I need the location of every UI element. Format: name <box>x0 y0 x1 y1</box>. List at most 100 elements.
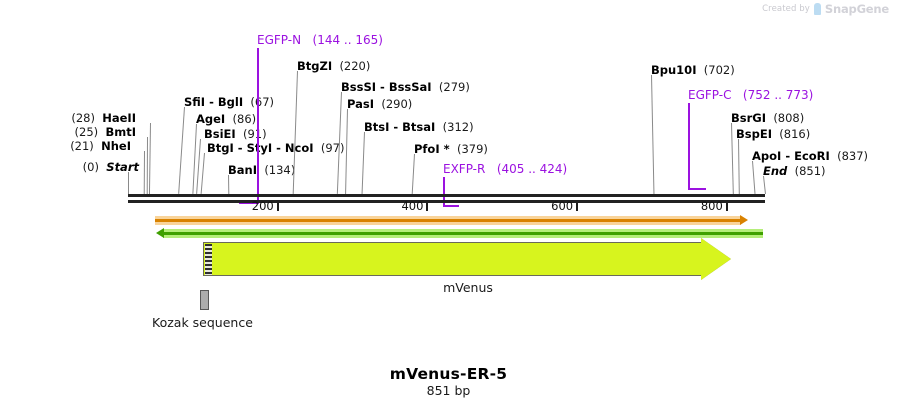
enzyme-leader-line <box>763 175 766 195</box>
enzyme-label-bpu10i[interactable]: Bpu10I (702) <box>651 64 735 77</box>
enzyme-position: (91) <box>243 127 267 141</box>
enzyme-name-separator: - <box>781 149 795 163</box>
enzyme-leader-line <box>345 108 348 195</box>
enzyme-label-bani[interactable]: BanI (134) <box>228 164 295 177</box>
enzyme-label-bmti[interactable]: (25) BmtI <box>75 126 136 139</box>
enzyme-label-apoi-ecori[interactable]: ApoI - EcoRI (837) <box>752 150 868 163</box>
enzyme-position: (837) <box>837 149 869 163</box>
enzyme-position: (25) <box>74 125 99 139</box>
enzyme-name: NcoI <box>284 141 314 155</box>
ruler-tick <box>576 203 579 211</box>
enzyme-label-sfii-bgli[interactable]: SfiI - BglI (67) <box>184 96 274 109</box>
enzyme-name: SfiI <box>184 95 206 109</box>
enzyme-name: BanI <box>228 163 257 177</box>
green-track-arrowhead-icon <box>156 228 164 238</box>
enzyme-name: StyI <box>246 141 273 155</box>
ruler-tick <box>276 203 279 211</box>
mvenus-cds-feature[interactable]: mVenus <box>203 238 733 295</box>
enzyme-label-nhei[interactable]: (21) NheI <box>70 140 131 153</box>
backbone-strand-top <box>128 194 765 197</box>
enzyme-leader-line <box>228 174 230 195</box>
primer-name: EGFP-N <box>257 33 302 47</box>
plasmid-size-label: 851 bp <box>426 383 471 398</box>
enzyme-position: (86) <box>232 112 257 126</box>
primer-label-egfp-c[interactable]: EGFP-C (752 .. 773) <box>688 89 813 102</box>
enzyme-label-end[interactable]: End (851) <box>763 165 826 178</box>
snapgene-watermark: Created by SnapGene <box>762 2 889 16</box>
enzyme-label-bsssi-bsssai[interactable]: BssSI - BssSaI (279) <box>341 81 470 94</box>
primer-line-exfp-r <box>443 177 445 207</box>
primer-label-egfp-n[interactable]: EGFP-N (144 .. 165) <box>257 34 383 47</box>
enzyme-label-start[interactable]: (0) Start <box>83 161 139 174</box>
mvenus-cds-label: mVenus <box>443 280 493 295</box>
enzyme-name-separator: - <box>376 80 389 94</box>
primer-name: EXFP-R <box>443 162 486 176</box>
mvenus-arrow-body <box>203 242 703 276</box>
ruler-tick <box>426 203 429 211</box>
enzyme-label-bsiei[interactable]: BsiEI (91) <box>204 128 267 141</box>
enzyme-position: (21) <box>70 139 94 153</box>
enzyme-name: PasI <box>347 97 375 111</box>
primer-label-exfp-r[interactable]: EXFP-R (405 .. 424) <box>443 163 567 176</box>
enzyme-leader-line <box>200 152 205 195</box>
enzyme-name-separator: - <box>233 141 247 155</box>
enzyme-name: BspEI <box>736 127 772 141</box>
enzyme-name: BsrGI <box>731 111 766 125</box>
enzyme-name: NheI <box>101 139 131 153</box>
enzyme-position: (28) <box>71 111 95 125</box>
enzyme-label-agei[interactable]: AgeI (86) <box>196 113 256 126</box>
green-reverse-track[interactable] <box>156 228 763 238</box>
enzyme-name: BtsI <box>364 120 390 134</box>
enzyme-leader-line <box>178 106 185 195</box>
kozak-sequence-box[interactable] <box>200 290 209 310</box>
enzyme-label-btgzi[interactable]: BtgZI (220) <box>297 60 370 73</box>
enzyme-label-bspei[interactable]: BspEI (816) <box>736 128 810 141</box>
primer-name: EGFP-C <box>688 88 732 102</box>
enzyme-label-pasi[interactable]: PasI (290) <box>347 98 412 111</box>
primer-line-egfp-n <box>257 48 259 204</box>
enzyme-leader-line <box>731 122 734 195</box>
enzyme-label-bsrgi[interactable]: BsrGI (808) <box>731 112 804 125</box>
enzyme-name: BtgI <box>207 141 234 155</box>
primer-foot-exfp-r <box>443 205 459 207</box>
kozak-sequence-label: Kozak sequence <box>152 315 253 330</box>
ruler-tick <box>725 203 728 211</box>
enzyme-name: BssSI <box>341 80 377 94</box>
ruler-tick-label: 200 <box>251 199 274 213</box>
plasmid-name-title: mVenus-ER-5 <box>389 365 508 383</box>
orange-track-arrowhead-icon <box>740 215 748 225</box>
enzyme-position: (67) <box>250 95 275 109</box>
enzyme-leader-line <box>411 153 415 195</box>
enzyme-name: Start <box>106 160 139 174</box>
enzyme-label-btgi-styi-ncoi[interactable]: BtgI - StyI - NcoI (97) <box>207 142 344 155</box>
enzyme-position: (220) <box>339 59 371 73</box>
mvenus-start-codon-stripe <box>204 243 212 275</box>
enzyme-position: (0) <box>82 160 99 174</box>
enzyme-name: BmtI <box>105 125 136 139</box>
orange-track-line <box>155 219 741 222</box>
enzyme-leader-line <box>148 122 151 194</box>
primer-range: (405 .. 424) <box>496 162 568 176</box>
enzyme-leader-line <box>146 136 148 195</box>
enzyme-position: (851) <box>794 164 826 178</box>
enzyme-leader-line <box>128 172 129 194</box>
enzyme-label-haeii[interactable]: (28) HaeII <box>71 112 136 125</box>
enzyme-label-pfoi[interactable]: PfoI * (379) <box>414 143 488 156</box>
enzyme-position: (808) <box>773 111 805 125</box>
mvenus-arrowhead-icon <box>701 238 731 280</box>
enzyme-leader-line <box>651 74 655 195</box>
primer-range: (752 .. 773) <box>742 88 814 102</box>
enzyme-name: BsiEI <box>204 127 236 141</box>
enzyme-label-btsi-btsai[interactable]: BtsI - BtsaI (312) <box>364 121 474 134</box>
enzyme-position: (134) <box>264 163 296 177</box>
enzyme-position: (312) <box>442 120 474 134</box>
green-track-line <box>163 232 763 235</box>
snapgene-logo-icon <box>813 3 821 15</box>
enzyme-position: (702) <box>703 63 735 77</box>
backbone-strand-bottom <box>128 200 765 203</box>
primer-line-egfp-c <box>688 103 690 190</box>
primer-foot-egfp-c <box>688 188 706 190</box>
enzyme-leader-line <box>361 131 365 195</box>
orange-forward-track[interactable] <box>155 215 748 225</box>
